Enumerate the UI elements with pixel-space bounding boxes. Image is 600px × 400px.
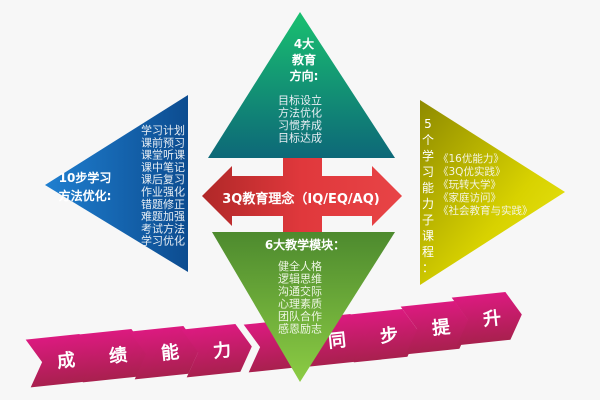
band-char: 成 xyxy=(56,349,76,373)
list-item: 《家庭访问》 xyxy=(438,191,501,204)
list-item: 学 xyxy=(422,148,434,163)
chevron-shape xyxy=(129,326,200,380)
list-item: 逻辑思维 xyxy=(278,272,322,286)
band-chevron: 绩 xyxy=(77,329,148,383)
list-item: 团队合作 xyxy=(278,309,322,323)
list-item: 心理素质 xyxy=(278,298,322,311)
list-item: 目标达成 xyxy=(278,131,322,145)
center-label: 3Q教育理念（IQ/EQ/AQ) xyxy=(222,191,379,207)
band-char: 同 xyxy=(327,330,347,353)
list-item: 考试方法 xyxy=(141,221,185,235)
band-char: 升 xyxy=(482,308,502,331)
top-title-line-3: 方向: xyxy=(290,68,319,83)
list-item: 难题加强 xyxy=(141,210,185,223)
chevron-shape xyxy=(25,334,96,388)
list-item: 方法优化 xyxy=(278,106,322,120)
list-item: 习惯养成 xyxy=(278,118,322,132)
bottom-title: 6大教学模块： xyxy=(265,237,345,252)
chevron-shape xyxy=(77,329,148,383)
band-char: 力 xyxy=(212,340,232,363)
band-chevron: 提 xyxy=(400,301,471,355)
chevron-shape xyxy=(348,309,419,363)
left-title-line-1: 10步学习 xyxy=(59,170,112,185)
chevron-shape xyxy=(181,324,252,378)
band-char: 步 xyxy=(379,324,399,348)
list-item: 目标设立 xyxy=(278,93,322,107)
list-item: 健全人格 xyxy=(278,259,322,273)
band-char: 提 xyxy=(431,316,452,340)
band-chevron: 步 xyxy=(348,309,419,363)
list-item: 程 xyxy=(422,244,434,259)
list-item: 课 xyxy=(422,229,434,243)
list-item: 错题修正 xyxy=(141,197,185,211)
chevron-shape xyxy=(451,292,522,346)
list-item: 感恩励志 xyxy=(278,323,322,336)
list-item: 课前预习 xyxy=(141,135,185,149)
band-char: 绩 xyxy=(108,344,128,368)
list-item: 《社会教育与实践》 xyxy=(438,204,533,217)
left-title-line-2: 方法优化: xyxy=(59,188,112,203)
left-block: 10步学习 方法优化: 学习计划课前预习课堂听课课中笔记课后复习作业强化错题修正… xyxy=(45,95,188,272)
list-item: 学习计划 xyxy=(141,123,185,137)
band-chevron: 力 xyxy=(181,324,252,378)
list-item: 《玩转大学》 xyxy=(438,178,501,191)
top-title-line-1: 4大 xyxy=(294,36,314,51)
list-item: 《16优能力》 xyxy=(438,152,504,165)
list-item: 作业强化 xyxy=(141,185,185,199)
band-chevron: 成 xyxy=(25,334,96,388)
list-item: 能 xyxy=(422,181,434,195)
band-chevron: 升 xyxy=(451,292,522,346)
top-title-line-2: 教育 xyxy=(291,52,316,67)
center-cross-arrow: 3Q教育理念（IQ/EQ/AQ) xyxy=(202,155,402,238)
list-item: 课后复习 xyxy=(141,172,185,186)
list-item: 习 xyxy=(422,165,434,179)
list-item: 子 xyxy=(422,213,434,227)
list-item: 个 xyxy=(422,133,434,147)
list-item: 力 xyxy=(422,197,434,211)
list-item: 学习优化 xyxy=(141,234,185,248)
band-chevron: 能 xyxy=(129,326,200,380)
chevron-shape xyxy=(400,301,471,355)
list-item: 课堂听课 xyxy=(141,149,185,162)
list-item: ： xyxy=(422,261,434,275)
list-item: 沟通交际 xyxy=(278,284,322,298)
list-item: 课中笔记 xyxy=(141,160,185,174)
band-char: 能 xyxy=(160,341,180,365)
list-item: 5 xyxy=(424,117,432,131)
list-item: 《3Q优实践》 xyxy=(438,165,505,178)
